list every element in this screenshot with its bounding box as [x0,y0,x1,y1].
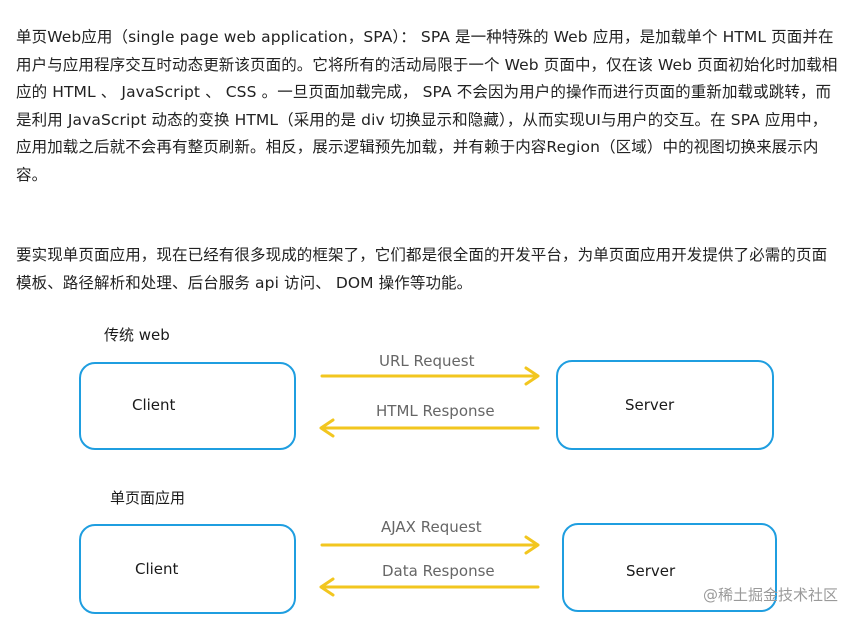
spa-client-label: Client [135,560,179,578]
watermark-text: @稀土掘金技术社区 [702,586,838,604]
spa-server-label: Server [626,562,676,580]
intro-paragraph: 单页Web应用（single page web application，SPA）… [16,28,838,184]
ajax-request-arrow [320,535,540,555]
url-request-arrow [320,366,540,386]
spa-server-box: Server [562,523,777,612]
html-response-label: HTML Response [376,402,495,420]
traditional-web-title: 传统 web [104,326,170,344]
traditional-server-box: Server [556,360,774,450]
spa-client-box: Client [79,524,296,614]
traditional-client-box: Client [79,362,296,450]
html-response-arrow [319,418,540,438]
url-request-label: URL Request [379,352,475,370]
framework-paragraph: 要实现单页面应用，现在已经有很多现成的框架了，它们都是很全面的开发平台，为单页面… [16,246,828,292]
traditional-server-label: Server [625,396,675,414]
traditional-client-label: Client [132,396,176,414]
ajax-request-label: AJAX Request [381,518,482,536]
spa-title: 单页面应用 [110,489,186,507]
data-response-label: Data Response [382,562,495,580]
data-response-arrow [319,577,540,597]
